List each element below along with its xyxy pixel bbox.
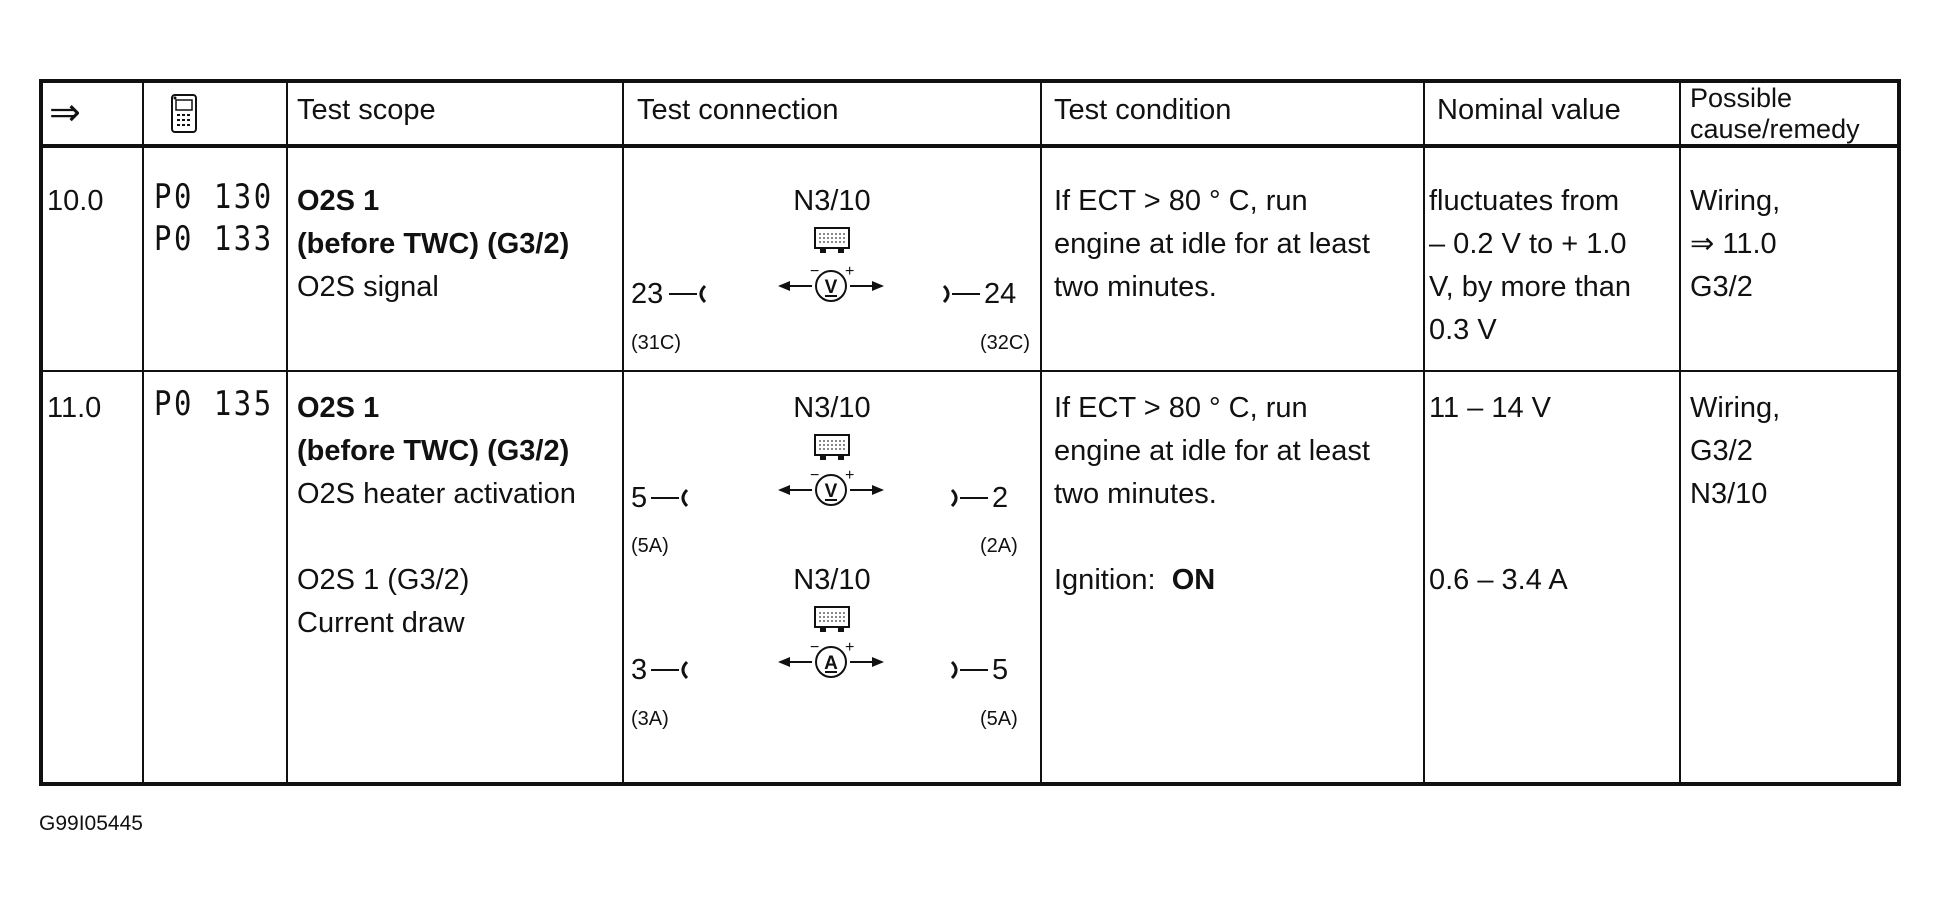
remedy-line: Wiring, bbox=[1690, 392, 1781, 424]
test-scope-title: O2S 1 bbox=[297, 392, 380, 424]
svg-text:−: − bbox=[810, 642, 819, 656]
connector-icon bbox=[813, 226, 851, 261]
header-test-scope: Test scope bbox=[297, 94, 436, 126]
nominal-line: 0.3 V bbox=[1429, 314, 1497, 346]
connector-icon bbox=[813, 605, 851, 640]
ammeter-icon: A− + bbox=[776, 639, 886, 687]
column-divider bbox=[142, 83, 144, 782]
figure-id: G99I05445 bbox=[39, 812, 143, 835]
header-nominal-value: Nominal value bbox=[1437, 94, 1621, 126]
step-number: 11.0 bbox=[47, 392, 102, 424]
column-divider bbox=[1423, 83, 1425, 782]
condition-line: two minutes. bbox=[1054, 271, 1217, 303]
left-pin-sub: (3A) bbox=[631, 708, 669, 730]
step-number: 10.0 bbox=[47, 185, 104, 217]
right-pin: 2 bbox=[992, 482, 1009, 514]
test-scope-location: (before TWC) (G3/2) bbox=[297, 228, 570, 260]
probe-right-icon bbox=[940, 282, 980, 311]
test-table: ⇒ Test scope Test connection Test condit… bbox=[39, 79, 1901, 786]
condition-line: If ECT > 80 ° C, run bbox=[1054, 392, 1308, 424]
right-pin-sub: (2A) bbox=[980, 535, 1018, 557]
header-divider bbox=[43, 144, 1897, 148]
svg-text:+: + bbox=[845, 266, 854, 280]
remedy-link[interactable]: ⇒ 11.0 bbox=[1690, 228, 1777, 260]
nominal-line: 0.6 – 3.4 A bbox=[1429, 564, 1568, 596]
voltmeter-icon: V− + bbox=[776, 263, 886, 311]
ignition-condition: Ignition: ON bbox=[1054, 559, 1215, 602]
column-divider bbox=[1679, 83, 1681, 782]
condition-line: engine at idle for at least bbox=[1054, 435, 1370, 467]
test-scope-title: O2S 1 (G3/2) bbox=[297, 564, 470, 596]
remedy-line: N3/10 bbox=[1690, 478, 1768, 510]
remedy-line: Wiring, bbox=[1690, 185, 1781, 217]
svg-text:+: + bbox=[845, 642, 854, 656]
svg-text:V: V bbox=[825, 277, 838, 298]
arrow-icon: ⇒ bbox=[49, 92, 81, 134]
nominal-line: – 0.2 V to + 1.0 bbox=[1429, 228, 1627, 260]
svg-text:A: A bbox=[824, 653, 838, 674]
module-label: N3/10 bbox=[793, 185, 871, 217]
test-scope-title: O2S 1 bbox=[297, 185, 380, 217]
right-pin: 5 bbox=[992, 654, 1009, 686]
ignition-label: Ignition: bbox=[1054, 564, 1156, 596]
probe-left-icon bbox=[669, 282, 709, 311]
nominal-line: V, by more than bbox=[1429, 271, 1632, 303]
right-pin-sub: (32C) bbox=[980, 332, 1031, 354]
probe-right-icon bbox=[948, 486, 988, 515]
test-scope-description: O2S heater activation bbox=[297, 478, 576, 510]
svg-text:−: − bbox=[810, 470, 819, 484]
connector-icon bbox=[813, 433, 851, 468]
condition-line: two minutes. bbox=[1054, 478, 1217, 510]
svg-text:−: − bbox=[810, 266, 819, 280]
left-pin: 5 bbox=[631, 482, 648, 514]
module-label: N3/10 bbox=[793, 564, 871, 596]
probe-left-icon bbox=[651, 486, 691, 515]
svg-text:+: + bbox=[845, 470, 854, 484]
left-pin: 3 bbox=[631, 654, 648, 686]
left-pin-sub: (31C) bbox=[631, 332, 682, 354]
voltmeter-icon: V− + bbox=[776, 467, 886, 515]
fault-code: P0 133 bbox=[154, 219, 274, 259]
module-label: N3/10 bbox=[793, 392, 871, 424]
nominal-line: fluctuates from bbox=[1429, 185, 1620, 217]
fault-code: P0 135 bbox=[154, 384, 274, 424]
column-divider bbox=[286, 83, 288, 782]
condition-line: engine at idle for at least bbox=[1054, 228, 1370, 260]
column-divider bbox=[1040, 83, 1042, 782]
ignition-value: ON bbox=[1171, 564, 1216, 596]
test-scope-description: Current draw bbox=[297, 607, 465, 639]
row-divider bbox=[43, 370, 1897, 372]
left-pin: 23 bbox=[631, 278, 664, 310]
header-possible-cause-line2: cause/remedy bbox=[1690, 114, 1860, 144]
left-pin-sub: (5A) bbox=[631, 535, 669, 557]
header-test-connection: Test connection bbox=[637, 94, 839, 126]
test-scope-description: O2S signal bbox=[297, 271, 439, 303]
nominal-line: 11 – 14 V bbox=[1429, 392, 1552, 424]
svg-text:V: V bbox=[825, 481, 838, 502]
probe-left-icon bbox=[651, 658, 691, 687]
column-divider bbox=[622, 83, 624, 782]
hand-held-tester-icon bbox=[169, 94, 199, 139]
probe-right-icon bbox=[948, 658, 988, 687]
right-pin-sub: (5A) bbox=[980, 708, 1018, 730]
fault-code: P0 130 bbox=[154, 177, 274, 217]
condition-line: If ECT > 80 ° C, run bbox=[1054, 185, 1308, 217]
header-possible-cause-line1: Possible bbox=[1690, 83, 1793, 113]
remedy-line: G3/2 bbox=[1690, 435, 1753, 467]
test-scope-location: (before TWC) (G3/2) bbox=[297, 435, 570, 467]
remedy-line: G3/2 bbox=[1690, 271, 1753, 303]
header-test-condition: Test condition bbox=[1054, 94, 1232, 126]
right-pin: 24 bbox=[984, 278, 1017, 310]
